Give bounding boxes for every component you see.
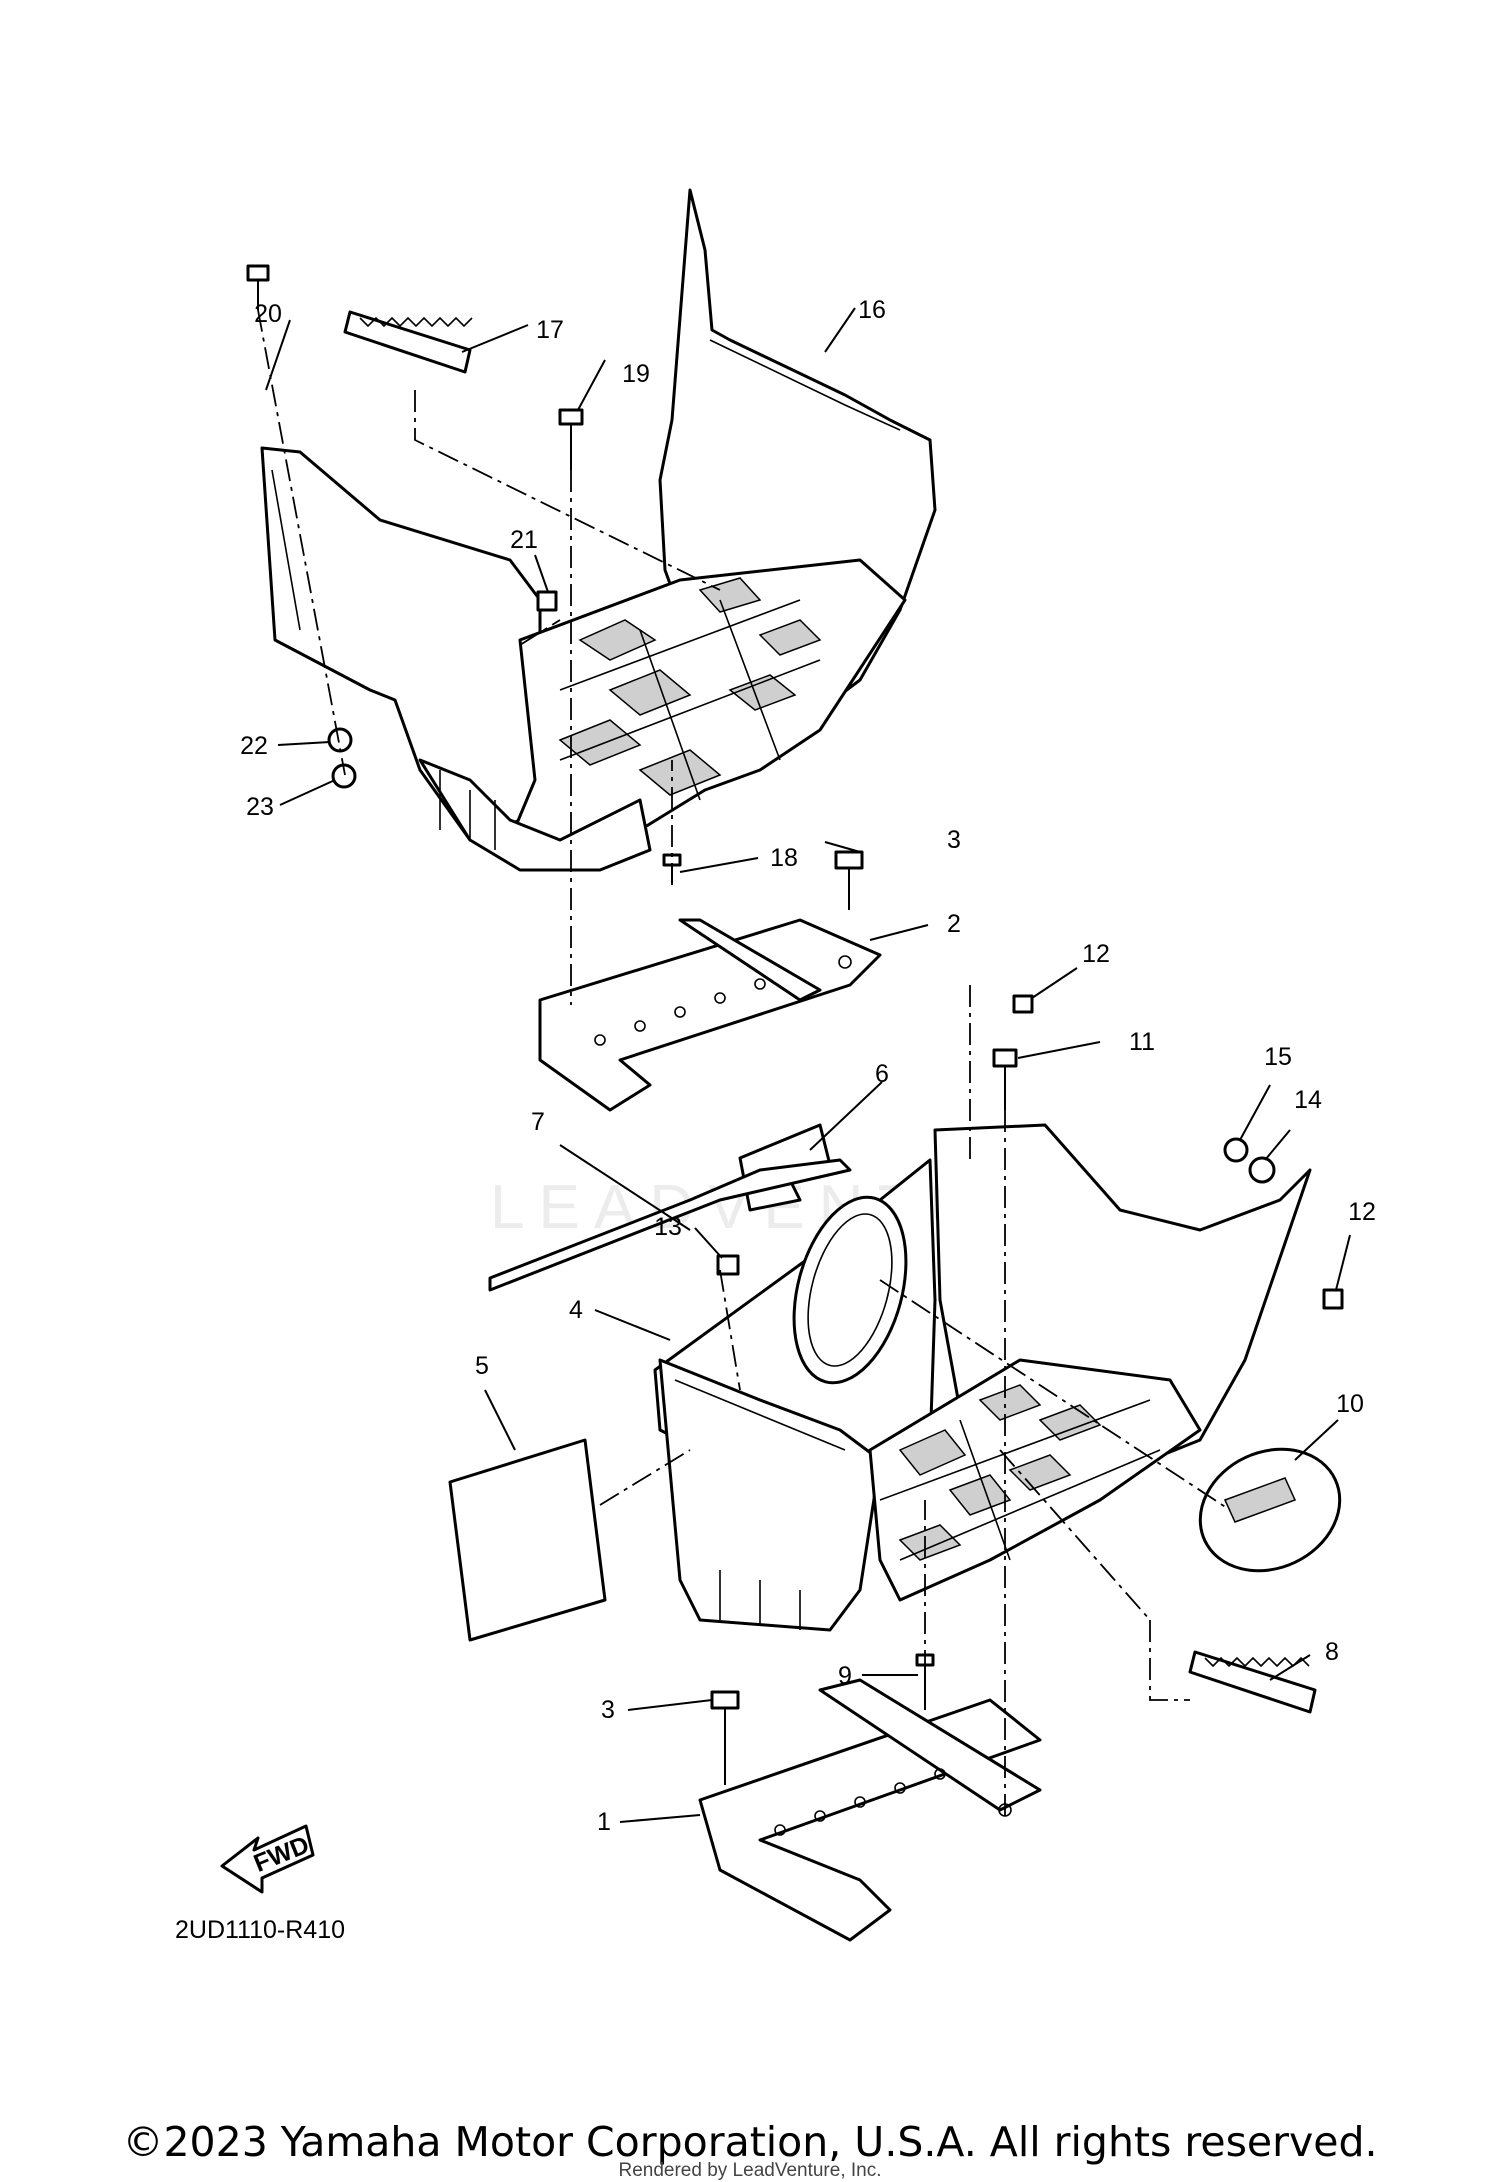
assembly-guide-lines — [257, 309, 1231, 1820]
footpeg-pad-17 — [343, 310, 473, 374]
part-label-13: 13 — [654, 1213, 682, 1241]
strip-7 — [488, 1158, 852, 1292]
part-label-3-lower: 3 — [601, 1696, 615, 1724]
bolt-19 — [558, 408, 584, 470]
part-label-21: 21 — [510, 526, 538, 554]
bolt-3-lower — [710, 1690, 740, 1785]
part-label-2: 2 — [947, 910, 961, 938]
part-number-labels: 20 17 19 16 21 22 23 18 3 2 12 11 15 14 … — [240, 296, 1376, 1836]
bolt-11 — [992, 1048, 1018, 1110]
diagram-code: 2UD1110-R410 — [175, 1916, 345, 1944]
washer-14 — [1248, 1156, 1276, 1184]
washer-22 — [327, 727, 353, 753]
part-label-6: 6 — [875, 1060, 889, 1088]
screw-12-lower — [1322, 1288, 1344, 1310]
fwd-arrow-icon: FWD — [220, 1824, 315, 1894]
part-label-11: 11 — [1129, 1028, 1155, 1056]
bolt-20 — [246, 264, 270, 310]
part-label-17: 17 — [536, 316, 564, 344]
panel-5 — [448, 1438, 607, 1642]
part-label-9: 9 — [838, 1662, 852, 1690]
part-label-10: 10 — [1336, 1390, 1364, 1418]
cover-10 — [1198, 1447, 1342, 1573]
part-label-3-upper: 3 — [947, 826, 961, 854]
part-label-12-lower: 12 — [1348, 1198, 1376, 1226]
part-label-14: 14 — [1294, 1086, 1322, 1114]
screw-21 — [536, 590, 558, 612]
screw-13 — [716, 1254, 740, 1276]
footpeg-pad-8 — [1188, 1650, 1317, 1714]
part-label-5: 5 — [475, 1352, 489, 1380]
part-label-7: 7 — [531, 1108, 545, 1136]
upper-footrest-assembly — [260, 188, 937, 872]
part-label-4: 4 — [569, 1296, 583, 1324]
part-label-15: 15 — [1264, 1043, 1292, 1071]
screw-12-upper — [1012, 994, 1034, 1014]
part-label-8: 8 — [1325, 1638, 1339, 1666]
part-label-19: 19 — [622, 360, 650, 388]
part-label-16: 16 — [858, 296, 886, 324]
bracket-2 — [538, 918, 882, 1112]
part-label-22: 22 — [240, 732, 268, 760]
leader-lines — [265, 307, 1351, 1823]
lower-footrest-assembly — [653, 1123, 1312, 1632]
bolt-3-upper — [834, 850, 864, 910]
part-label-23: 23 — [246, 793, 274, 821]
rendered-by-text: Rendered by LeadVenture, Inc. — [618, 2160, 882, 2181]
part-label-18: 18 — [770, 844, 798, 872]
part-label-12-upper: 12 — [1082, 940, 1110, 968]
nut-15 — [1223, 1137, 1249, 1163]
part-label-1: 1 — [597, 1808, 611, 1836]
copyright-text: ©2023 Yamaha Motor Corporation, U.S.A. A… — [122, 2118, 1378, 2166]
part-label-20: 20 — [254, 300, 282, 328]
bracket-1 — [698, 1678, 1042, 1942]
